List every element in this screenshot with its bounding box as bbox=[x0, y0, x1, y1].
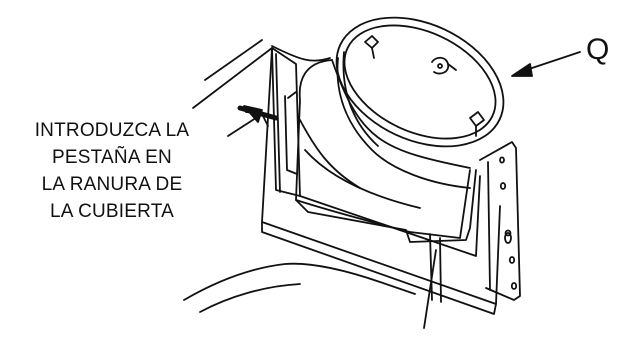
duct-collar bbox=[335, 16, 505, 189]
duct-transition bbox=[295, 59, 477, 243]
part-label-q: Q bbox=[586, 33, 610, 66]
tab-instruction-line-2: PESTAÑA EN bbox=[52, 147, 172, 168]
tab-instruction-line-3: LA RANURA DE bbox=[41, 174, 183, 195]
ceiling-surface bbox=[183, 39, 416, 313]
tab-instruction-line-4: LA CUBIERTA bbox=[50, 201, 174, 222]
q-arrow bbox=[511, 51, 581, 77]
tab-arrow bbox=[227, 105, 279, 137]
fan-housing bbox=[261, 47, 501, 315]
tab-instruction-line-1: INTRODUZCA LA bbox=[34, 120, 190, 141]
leader-line bbox=[423, 249, 437, 329]
mounting-bracket bbox=[479, 141, 521, 301]
tab-instruction: INTRODUZCA LA PESTAÑA EN LA RANURA DE LA… bbox=[12, 117, 212, 225]
